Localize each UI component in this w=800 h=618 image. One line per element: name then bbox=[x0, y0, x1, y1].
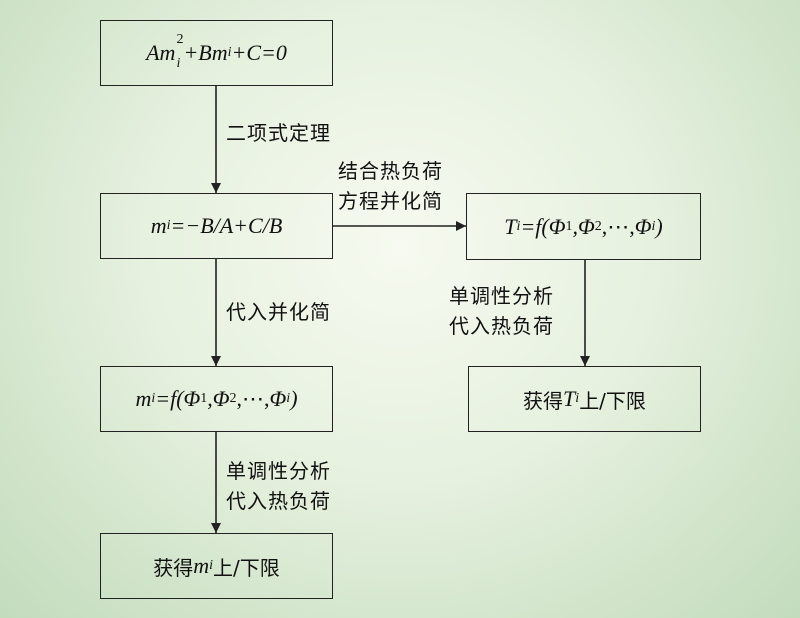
quadratic-term-c: +C=0 bbox=[231, 40, 287, 65]
mfunc-close: ) bbox=[290, 386, 298, 411]
mbounds-var: m bbox=[193, 553, 210, 578]
tfunc-var-subscript: i bbox=[516, 218, 521, 234]
tbounds-var: T bbox=[563, 386, 576, 411]
mfunc-phii: Φ bbox=[269, 386, 287, 411]
edge-label-binomial: 二项式定理 bbox=[226, 121, 331, 145]
tfunc-phi1: Φ bbox=[548, 213, 566, 239]
edge-label-mono-right-line1: 单调性分析 bbox=[449, 284, 554, 308]
solution-subscript: i bbox=[166, 218, 171, 233]
mfunc-eq: =f( bbox=[155, 386, 184, 411]
mbounds-var-subscript: i bbox=[209, 558, 214, 573]
edge-label-mono-left-line1: 单调性分析 bbox=[226, 459, 331, 483]
mfunc-phi2-subscript: 2 bbox=[229, 391, 237, 406]
mfunc-phi1-subscript: 1 bbox=[200, 391, 208, 406]
edge-label-mono-right-line2: 代入热负荷 bbox=[449, 314, 554, 338]
edge-label-combine-line1: 结合热负荷 bbox=[338, 159, 443, 183]
mfunc-sep: , bbox=[207, 386, 213, 411]
quadratic-subscript-a: i bbox=[176, 56, 181, 71]
mfunc-var-subscript: i bbox=[151, 391, 156, 406]
mbounds-suffix: 上/下限 bbox=[213, 555, 280, 580]
tfunc-dots: ,⋯, bbox=[601, 213, 635, 239]
tbounds-suffix: 上/下限 bbox=[579, 388, 646, 413]
tfunc-phii: Φ bbox=[634, 213, 652, 239]
mfunc-phii-subscript: i bbox=[286, 391, 291, 406]
tfunc-var: T bbox=[504, 213, 517, 239]
tfunc-sep: , bbox=[572, 213, 578, 239]
tfunc-phi2: Φ bbox=[577, 213, 595, 239]
edge-label-mono-left-line2: 代入热负荷 bbox=[226, 489, 331, 513]
mbounds-prefix: 获得 bbox=[153, 555, 194, 580]
tfunc-eq: =f( bbox=[520, 213, 549, 239]
mfunc-phi1: Φ bbox=[183, 386, 201, 411]
tfunc-phi1-subscript: 1 bbox=[565, 218, 573, 234]
edge-label-combine-line2: 方程并化简 bbox=[338, 189, 443, 213]
tbounds-prefix: 获得 bbox=[523, 388, 564, 413]
edge-label-substitute: 代入并化简 bbox=[226, 300, 331, 324]
quadratic-exponent: 2 bbox=[176, 32, 184, 47]
quadratic-term-b: +Bm bbox=[183, 40, 228, 65]
solution-var: m bbox=[150, 213, 167, 238]
tbounds-var-subscript: i bbox=[575, 391, 580, 406]
mfunc-phi2: Φ bbox=[212, 386, 230, 411]
tfunc-phii-subscript: i bbox=[651, 218, 656, 234]
tfunc-close: ) bbox=[655, 213, 663, 239]
tfunc-phi2-subscript: 2 bbox=[594, 218, 602, 234]
mfunc-dots: ,⋯, bbox=[236, 386, 270, 411]
mfunc-var: m bbox=[135, 386, 152, 411]
quadratic-subscript-b: i bbox=[227, 45, 232, 60]
quadratic-term-a: Am bbox=[146, 40, 176, 65]
solution-expression: =−B/A+C/B bbox=[170, 213, 283, 238]
